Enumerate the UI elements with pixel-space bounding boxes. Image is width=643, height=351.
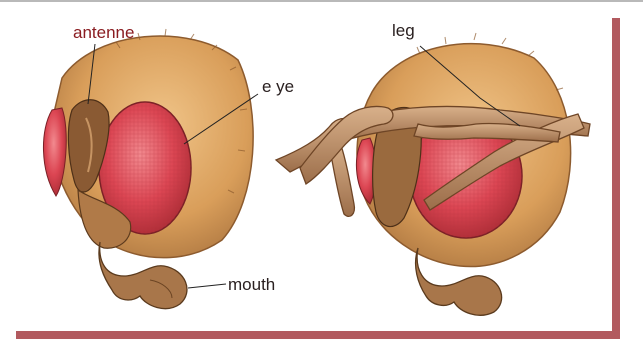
label-eye: e ye [262,78,294,95]
mouth-leader [188,284,226,288]
right-fly-head [276,33,590,315]
label-mouth: mouth [228,276,275,293]
label-antenne: antenne [73,24,134,41]
label-leg: leg [392,22,415,39]
left-fly-head [43,29,253,309]
